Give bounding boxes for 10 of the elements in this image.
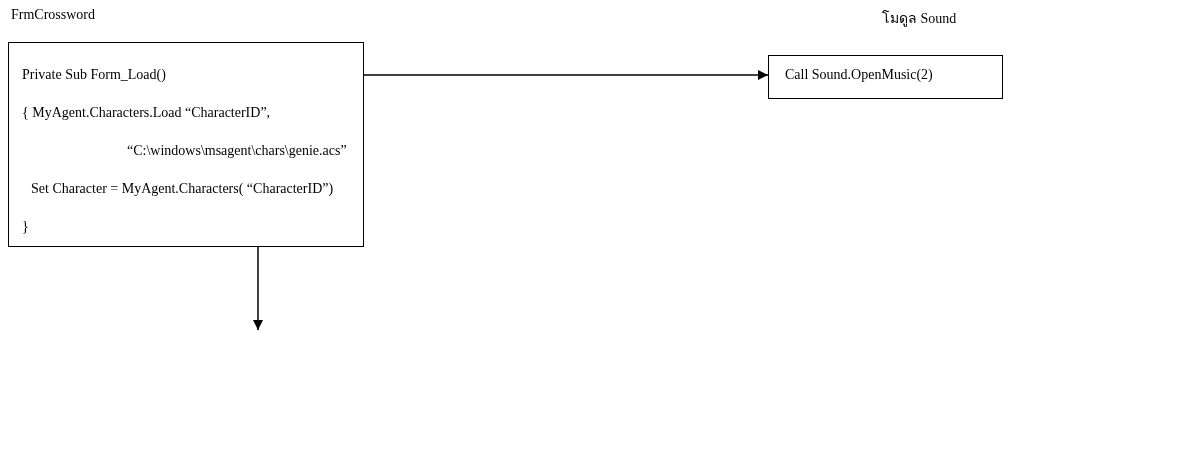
code-line: Set Character = MyAgent.Characters( “CharacterID”) [31, 181, 334, 197]
box-heading: โมดูล Sound [882, 9, 957, 29]
code-line: } [22, 219, 29, 235]
code-line: { MyAgent.Characters.Load “CharacterID”, [22, 105, 271, 121]
arrow [363, 70, 769, 80]
code-line: Call Sound.OpenMusic(2) [785, 67, 933, 83]
arrow [253, 246, 263, 331]
code-line: “C:\windows\msagent\chars\genie.acs” [127, 143, 347, 159]
box-heading: FrmCrossword [11, 7, 95, 23]
code-line: Private Sub Form_Load() [22, 67, 166, 83]
